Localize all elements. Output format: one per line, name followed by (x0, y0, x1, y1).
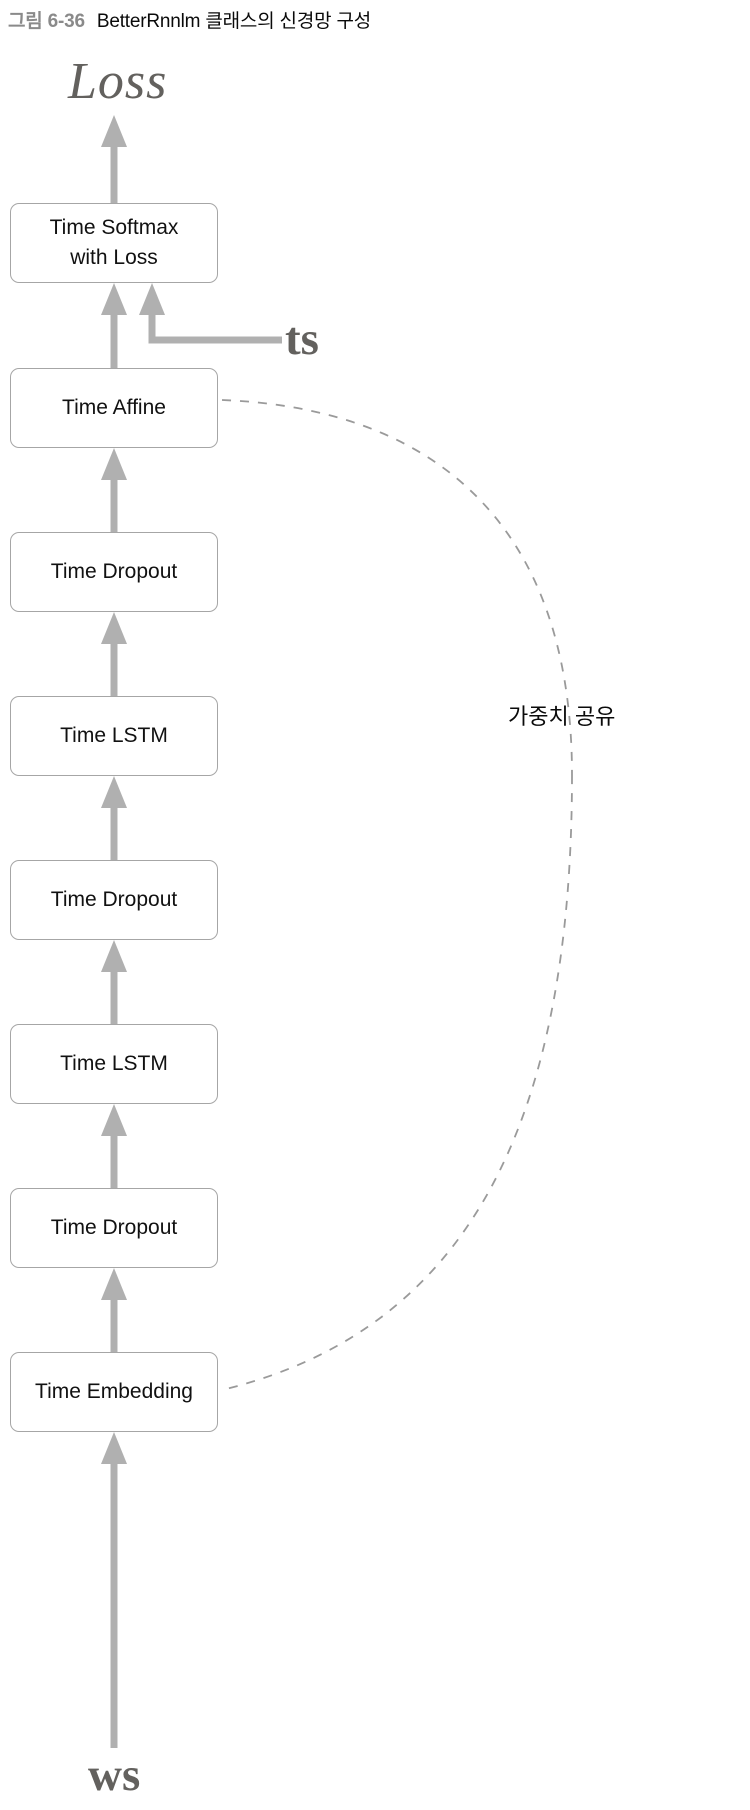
layer-label-line2: with Loss (70, 246, 158, 269)
input-variable-label-ws: ws (88, 1749, 141, 1801)
output-variable-label-loss: Loss (68, 53, 168, 110)
layer-box-time-embedding[interactable]: Time Embedding (10, 1352, 218, 1432)
layer-label-time-affine: Time Affine (62, 396, 166, 420)
layer-box-time-dropout-2[interactable]: Time Dropout (10, 860, 218, 940)
figure-number: 그림 6-36 (8, 11, 85, 32)
layer-box-time-affine[interactable]: Time Affine (10, 368, 218, 448)
layer-box-time-dropout-3[interactable]: Time Dropout (10, 532, 218, 612)
arrow-lstm2-to-dropout3 (101, 612, 127, 701)
layer-label-line1: Time Softmax (49, 216, 179, 240)
layer-box-time-lstm-2[interactable]: Time LSTM (10, 696, 218, 776)
layer-label-time-embedding: Time Embedding (35, 1380, 193, 1404)
arrow-embedding-to-dropout1 (101, 1268, 127, 1357)
arrow-affine-to-softmax (101, 283, 127, 372)
arrow-softmax-to-loss (101, 115, 127, 203)
arrow-dropout3-to-affine (101, 448, 127, 537)
arrow-ws-to-embedding (101, 1432, 127, 1748)
figure-caption: 그림 6-36 BetterRnnlm 클래스의 신경망 구성 (8, 6, 371, 33)
weight-share-annotation: 가중치 공유 (508, 704, 616, 729)
arrow-ts-to-softmax (139, 283, 282, 344)
side-input-variable-label-ts: ts (285, 313, 319, 365)
layer-label-time-softmax-with-loss: Time Softmax with Loss (50, 213, 179, 273)
layer-label-time-dropout-2: Time Dropout (50, 888, 178, 912)
arrow-dropout2-to-lstm2 (101, 776, 127, 865)
layer-box-time-dropout-1[interactable]: Time Dropout (10, 1188, 218, 1268)
arrow-lstm1-to-dropout2 (101, 940, 127, 1029)
arrow-dropout1-to-lstm1 (101, 1104, 127, 1193)
layer-label-time-lstm-1: Time LSTM (60, 1052, 168, 1076)
weight-share-dashed-line-lower (221, 774, 573, 1391)
layer-box-time-lstm-1[interactable]: Time LSTM (10, 1024, 218, 1104)
layer-label-time-dropout-3: Time Dropout (50, 560, 178, 584)
figure-title: BetterRnnlm 클래스의 신경망 구성 (96, 11, 372, 32)
layer-label-time-dropout-1: Time Dropout (50, 1216, 178, 1240)
layer-box-time-softmax-with-loss[interactable]: Time Softmax with Loss (10, 203, 218, 283)
layer-label-time-lstm-2: Time LSTM (60, 724, 168, 748)
